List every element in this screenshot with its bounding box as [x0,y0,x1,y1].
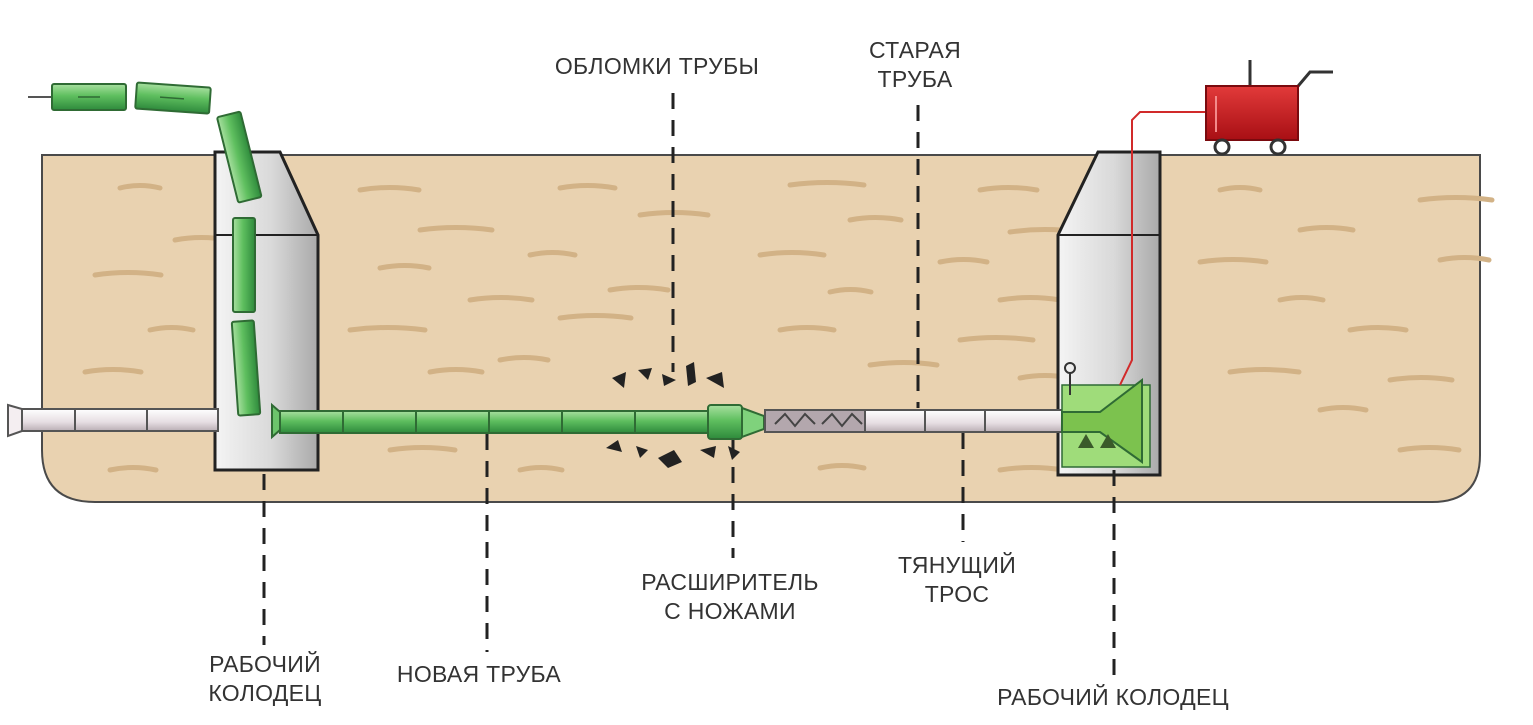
new-pipe-sections-feed [28,81,263,417]
label-expander-line1: РАСШИРИТЕЛЬ [641,569,819,595]
label-work-well-left-line1: РАБОЧИЙ [209,651,321,677]
label-old-pipe-line1: СТАРАЯ [868,37,962,63]
power-cable [1119,111,1205,386]
old-pipe-right [764,409,1064,433]
label-work-well-right: РАБОЧИЙ КОЛОДЕЦ [968,683,1258,712]
generator-cart [1205,60,1333,156]
new-pipe-underground [271,402,711,440]
label-expander: РАСШИРИТЕЛЬ С НОЖАМИ [612,568,848,626]
label-work-well-left-line2: КОЛОДЕЦ [208,680,322,706]
old-pipe-left [7,403,219,438]
pipe-fragments [606,362,740,468]
label-pull-cable-line1: ТЯНУЩИЙ [897,552,1017,578]
label-pull-cable: ТЯНУЩИЙ ТРОС [872,551,1042,609]
label-expander-line2: С НОЖАМИ [664,598,796,624]
label-pull-cable-line2: ТРОС [924,581,990,607]
label-pipe-fragments-text: ОБЛОМКИ ТРУБЫ [554,53,760,79]
label-old-pipe: СТАРАЯ ТРУБА [840,36,990,94]
label-work-well-left: РАБОЧИЙ КОЛОДЕЦ [180,650,350,708]
label-new-pipe: НОВАЯ ТРУБА [366,660,592,689]
leader-lines [262,93,1116,675]
label-new-pipe-text: НОВАЯ ТРУБА [396,661,562,687]
label-work-well-right-text: РАБОЧИЙ КОЛОДЕЦ [997,684,1229,710]
winch-machine [1061,362,1151,468]
label-pipe-fragments: ОБЛОМКИ ТРУБЫ [526,52,788,81]
label-old-pipe-line2: ТРУБА [877,66,953,92]
expander-with-knives [707,404,765,440]
